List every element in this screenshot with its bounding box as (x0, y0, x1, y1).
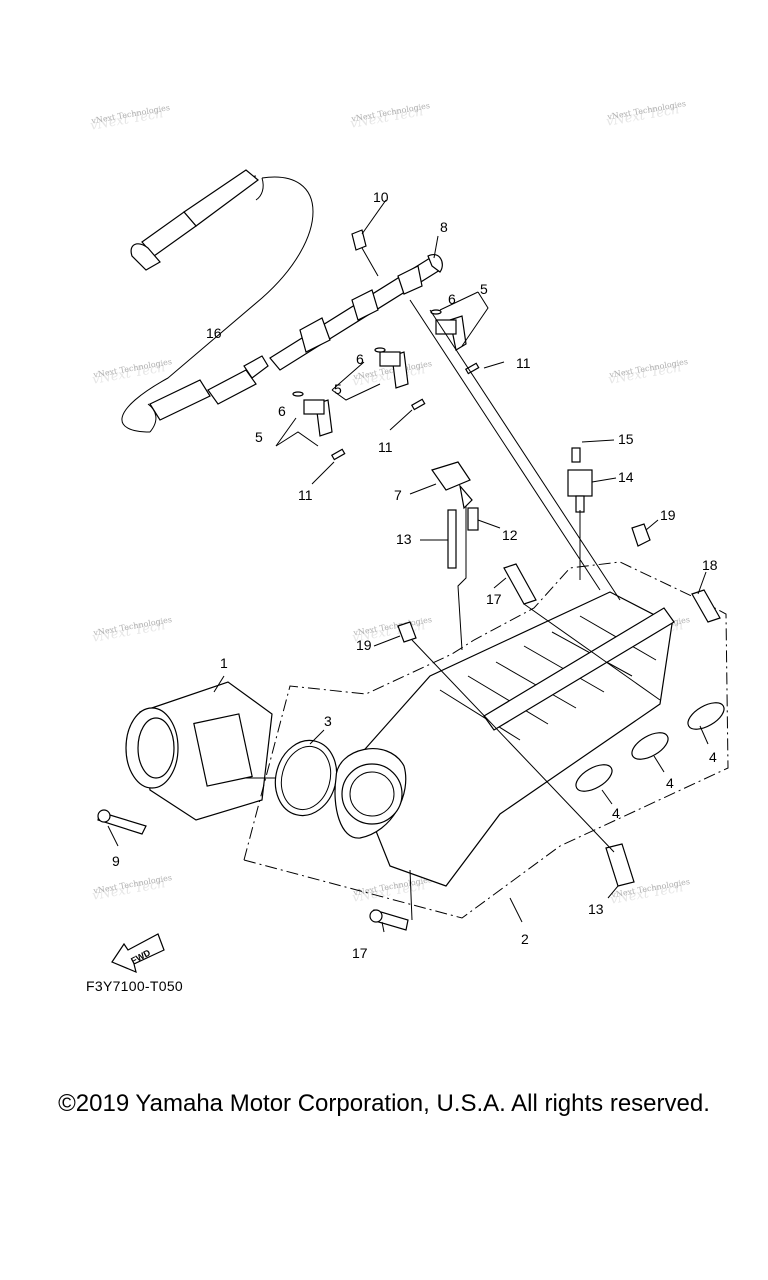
callout-11: 11 (378, 439, 393, 455)
throttle-body (97, 681, 273, 835)
fuel-hose (121, 169, 314, 433)
callout-4: 4 (666, 775, 674, 791)
callout-15: 15 (618, 431, 634, 447)
callout-11: 11 (298, 487, 313, 503)
callout-5: 5 (255, 429, 263, 445)
watermark: vNext Tech vNext Technologies (351, 875, 432, 906)
callout-4: 4 (612, 805, 620, 821)
callout-13: 13 (396, 531, 412, 547)
callout-9: 9 (112, 853, 120, 869)
drawing-code: F3Y7100-T050 (86, 978, 183, 994)
callout-17: 17 (486, 591, 502, 607)
sensors (431, 447, 593, 569)
watermark: vNext Tech vNext Technologies (91, 615, 172, 646)
callout-19: 19 (660, 507, 676, 523)
callout-3: 3 (324, 713, 332, 729)
callout-11: 11 (516, 355, 531, 371)
callout-10: 10 (373, 189, 389, 205)
callout-6: 6 (356, 351, 364, 367)
callout-6: 6 (448, 291, 456, 307)
watermark: vNext Tech vNext Technologies (91, 357, 172, 388)
callout-1: 1 (220, 655, 228, 671)
callout-6: 6 (278, 403, 286, 419)
callout-13: 13 (588, 901, 604, 917)
callout-5: 5 (334, 381, 342, 397)
callout-8: 8 (440, 219, 448, 235)
fwd-arrow-icon: FWD (111, 933, 165, 974)
callout-16: 16 (206, 325, 222, 341)
callout-17: 17 (352, 945, 368, 961)
callout-7: 7 (394, 487, 402, 503)
callout-4: 4 (709, 749, 717, 765)
callout-14: 14 (618, 469, 634, 485)
callout-2: 2 (521, 931, 529, 947)
watermark: vNext Tech vNext Technologies (607, 357, 688, 388)
manifold-runners (439, 615, 657, 741)
watermark: vNext Tech vNext Technologies (89, 103, 170, 134)
leader-lines (107, 199, 709, 933)
fuel-rail (269, 229, 443, 371)
callout-5: 5 (480, 281, 488, 297)
callout-18: 18 (702, 557, 718, 573)
watermark: vNext Tech vNext Technologies (349, 101, 430, 132)
callout-19: 19 (356, 637, 372, 653)
callouts: 1 2 3 4 4 4 4 5 5 5 6 6 6 7 8 9 10 11 11… (112, 189, 718, 961)
watermark: vNext Tech vNext Technologies (605, 99, 686, 130)
callout-12: 12 (502, 527, 518, 543)
parts-diagram: vNext Tech vNext Technologies vNext Tech… (89, 99, 729, 974)
copyright-notice: ©2019 Yamaha Motor Corporation, U.S.A. A… (58, 1090, 710, 1117)
intake-manifold (243, 523, 729, 931)
watermark: vNext Tech vNext Technologies (91, 873, 172, 904)
